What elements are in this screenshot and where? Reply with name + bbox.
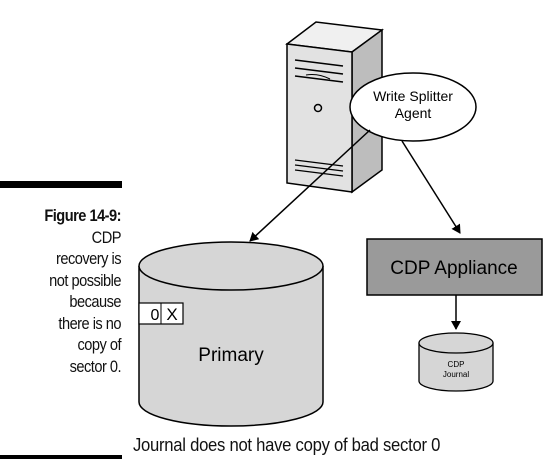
arrow-to-primary: [249, 129, 371, 242]
agent-label-line2: Agent: [395, 105, 432, 121]
cdp-appliance-box: [366, 238, 543, 296]
cdp-journal-disk: [418, 332, 494, 392]
sector-label: 0: [151, 307, 160, 324]
caption-top-rule: [0, 181, 122, 188]
journal-note: Journal does not have copy of bad sector…: [133, 434, 441, 455]
caption-bottom-rule: [0, 455, 122, 459]
journal-label-line1: CDP: [448, 360, 465, 369]
figure-label: Figure 14-9:: [44, 206, 121, 225]
agent-bubble: [349, 72, 477, 142]
figure-caption: Figure 14-9: CDP recovery is not possibl…: [17, 205, 121, 377]
cdp-appliance-label: CDP Appliance: [390, 258, 517, 279]
primary-label: Primary: [198, 345, 264, 366]
caption-text: CDP recovery is not possible because the…: [49, 227, 121, 376]
primary-disk: [138, 241, 324, 427]
journal-label-line2: Journal: [443, 370, 469, 379]
bad-sector-mark: X: [166, 305, 177, 324]
arrow-to-appliance: [401, 140, 461, 234]
agent-label-line1: Write Splitter: [373, 88, 453, 104]
